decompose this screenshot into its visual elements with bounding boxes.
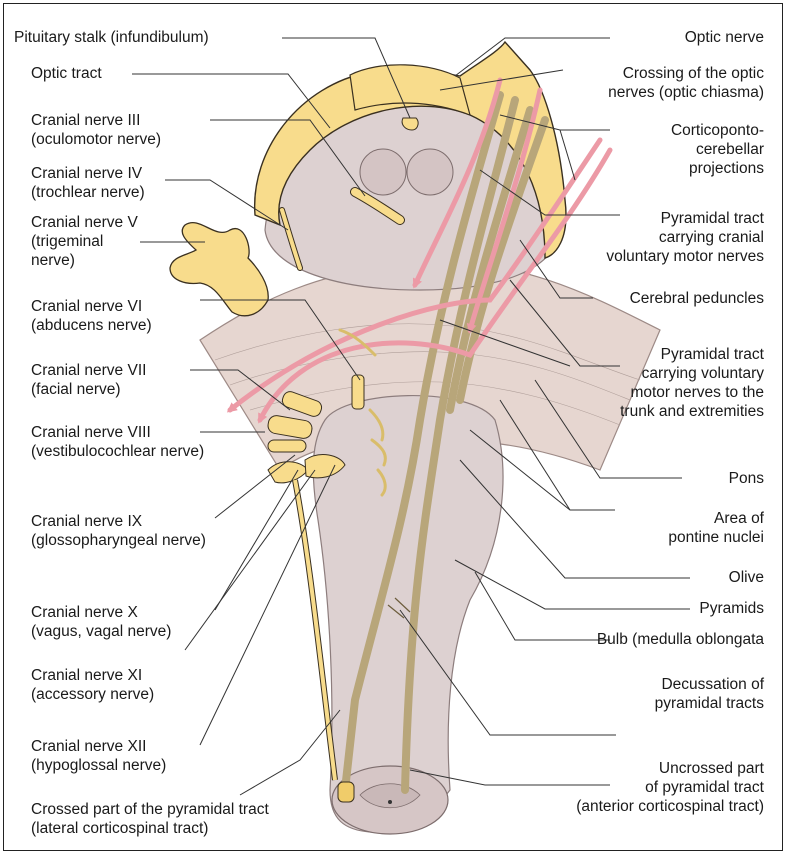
label-cranial-nerve-viii: Cranial nerve VIII (vestibulocochlear ne… xyxy=(31,423,204,461)
label-optic-tract: Optic tract xyxy=(31,64,102,83)
label-pituitary-stalk: Pituitary stalk (infundibulum) xyxy=(14,28,209,47)
cranial-nerve-v xyxy=(170,223,268,316)
label-cerebral-peduncles: Cerebral peduncles xyxy=(630,289,764,308)
label-pyramidal-tract-cranial: Pyramidal tract carrying cranial volunta… xyxy=(606,209,764,266)
label-uncrossed-pyramidal: Uncrossed part of pyramidal tract (anter… xyxy=(576,759,764,816)
label-cranial-nerve-xi: Cranial nerve XI (accessory nerve) xyxy=(31,666,154,704)
label-cranial-nerve-x: Cranial nerve X (vagus, vagal nerve) xyxy=(31,603,171,641)
label-cranial-nerve-vi: Cranial nerve VI (abducens nerve) xyxy=(31,297,152,335)
label-corticopontocerebellar: Corticoponto- cerebellar projections xyxy=(671,121,764,178)
label-pyramids: Pyramids xyxy=(699,599,764,618)
label-pontine-nuclei: Area of pontine nuclei xyxy=(668,509,764,547)
label-cranial-nerve-v: Cranial nerve V (trigeminal nerve) xyxy=(31,213,138,270)
label-decussation: Decussation of pyramidal tracts xyxy=(655,675,764,713)
label-olive: Olive xyxy=(729,568,764,587)
label-bulb-medulla: Bulb (medulla oblongata xyxy=(597,630,764,649)
label-cranial-nerve-iv: Cranial nerve IV (trochlear nerve) xyxy=(31,164,145,202)
label-cranial-nerve-vii: Cranial nerve VII (facial nerve) xyxy=(31,361,146,399)
label-optic-chiasma: Crossing of the optic nerves (optic chia… xyxy=(608,64,764,102)
label-optic-nerve: Optic nerve xyxy=(685,28,764,47)
label-cranial-nerve-xii: Cranial nerve XII (hypoglossal nerve) xyxy=(31,737,166,775)
label-cranial-nerve-iii: Cranial nerve III (oculomotor nerve) xyxy=(31,111,161,149)
label-cranial-nerve-ix: Cranial nerve IX (glossopharyngeal nerve… xyxy=(31,512,206,550)
label-pyramidal-tract-trunk: Pyramidal tract carrying voluntary motor… xyxy=(620,345,764,421)
label-pons: Pons xyxy=(729,469,764,488)
label-crossed-pyramidal-tract: Crossed part of the pyramidal tract (lat… xyxy=(31,800,269,838)
